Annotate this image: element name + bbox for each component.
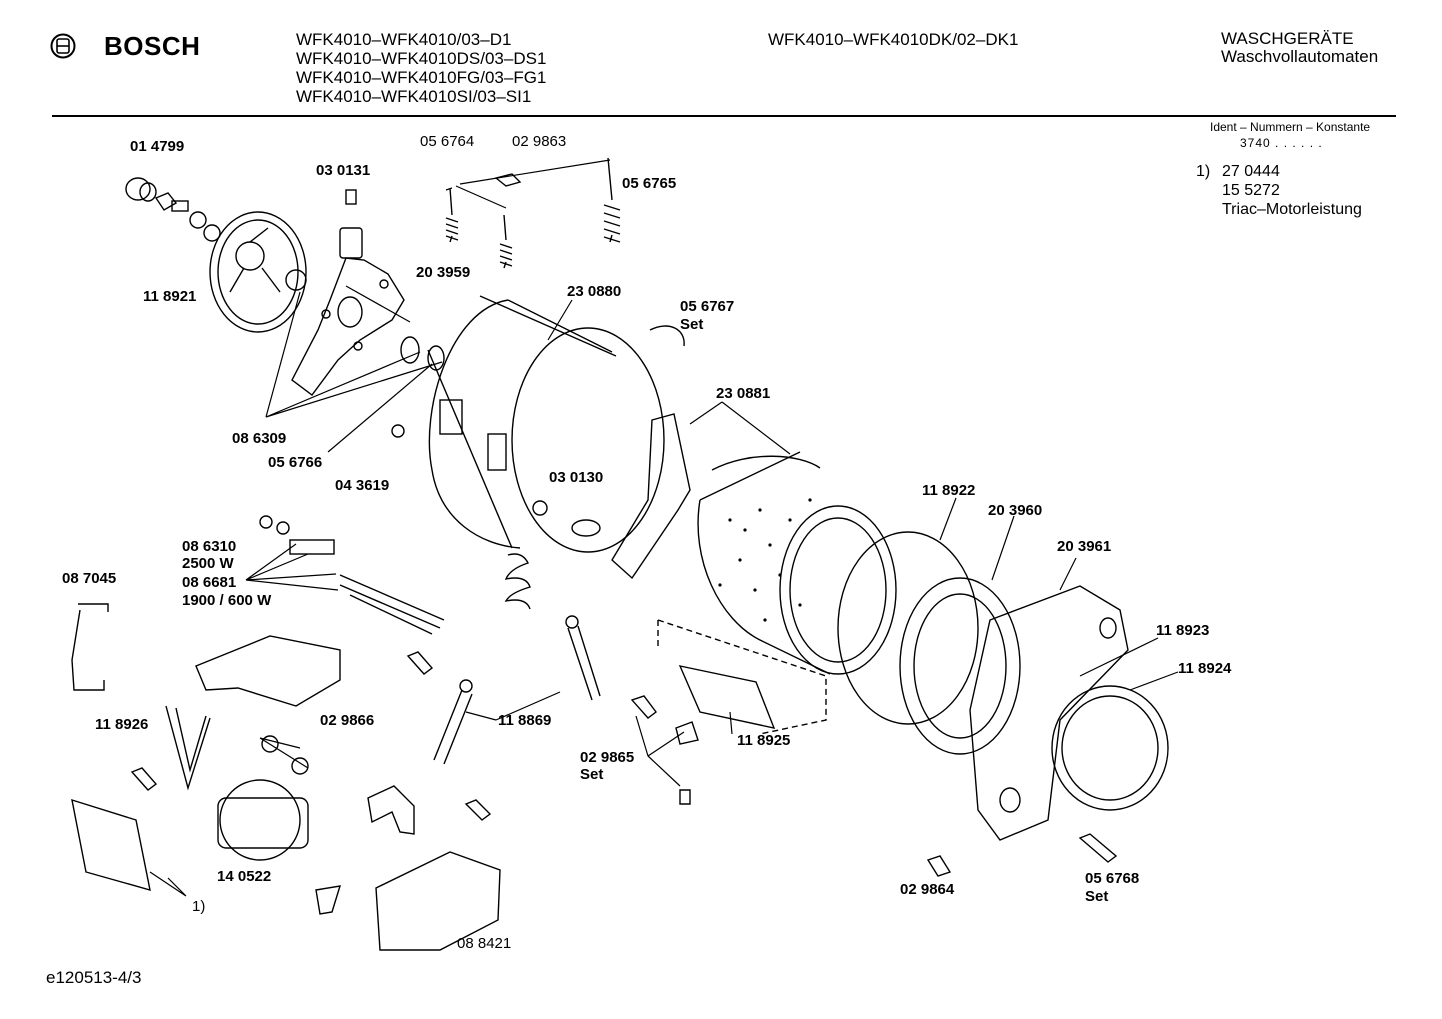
brand-name: BOSCH bbox=[104, 31, 201, 61]
part-label: 02 9863 bbox=[512, 133, 567, 150]
part-label: 20 3960 bbox=[988, 502, 1043, 519]
part-label: 02 9864 bbox=[900, 881, 955, 898]
front-panel-icon bbox=[969, 585, 1129, 841]
motor-bracket-icon bbox=[367, 785, 415, 835]
category-title: WASCHGERÄTE Waschvollautomaten bbox=[1221, 30, 1378, 66]
part-label: 11 8869 bbox=[498, 712, 552, 729]
part-label: 11 8925 bbox=[737, 732, 791, 749]
part-label: 23 0880 bbox=[567, 283, 622, 300]
inner-drum-icon bbox=[697, 451, 897, 675]
part-label: 1900 / 600 W bbox=[182, 592, 272, 609]
part-label: 08 6309 bbox=[232, 430, 287, 447]
part-label: 03 0131 bbox=[316, 162, 371, 179]
lid-strip-icon bbox=[678, 665, 776, 729]
cover-plate-icon bbox=[195, 635, 341, 707]
part-label: 03 0130 bbox=[549, 469, 604, 486]
part-label: 05 6767 bbox=[680, 298, 735, 315]
subcategory: Waschvollautomaten bbox=[1221, 47, 1379, 66]
wire-harness-icon bbox=[71, 603, 109, 691]
ident-value: 3740 . . . . . . bbox=[1240, 136, 1323, 150]
part-label: 05 6768 bbox=[1085, 870, 1140, 887]
pulley-wheel-icon bbox=[209, 211, 307, 333]
part-label: 20 3961 bbox=[1057, 538, 1112, 555]
footnote-block: 27 0444 15 5272 Triac–Motorleistung bbox=[1222, 162, 1362, 219]
motor-icon bbox=[217, 735, 309, 861]
bearing-icon bbox=[400, 336, 420, 364]
spider-bracket-icon bbox=[291, 189, 405, 396]
part-label: Set bbox=[1085, 888, 1109, 905]
clamp-icon bbox=[649, 325, 685, 347]
category: WASCHGERÄTE bbox=[1221, 29, 1354, 48]
part-label: 14 0522 bbox=[217, 868, 272, 885]
footnote-line: 15 5272 bbox=[1222, 182, 1280, 199]
door-gasket-icon bbox=[1051, 685, 1169, 811]
clip-icon bbox=[926, 855, 952, 877]
bearing-sleeve-icon bbox=[125, 177, 157, 202]
model-line: WFK4010–WFK4010SI/03–SI1 bbox=[296, 87, 532, 106]
clip-icon bbox=[494, 173, 522, 187]
control-module-icon bbox=[71, 798, 151, 891]
part-label: Set bbox=[580, 766, 604, 783]
part-label: 20 3959 bbox=[416, 264, 471, 281]
header-divider bbox=[52, 115, 1396, 117]
part-label: 1) bbox=[192, 898, 206, 915]
part-label: 02 9865 bbox=[580, 749, 635, 766]
part-label: 08 6681 bbox=[182, 574, 237, 591]
model-line: WFK4010–WFK4010FG/03–FG1 bbox=[296, 68, 547, 87]
ident-title: Ident – Nummern – Konstante bbox=[1210, 120, 1371, 134]
shock-absorber-icon bbox=[433, 625, 601, 765]
part-label: 05 6766 bbox=[268, 454, 323, 471]
part-label: 2500 W bbox=[182, 555, 234, 572]
part-label: 11 8924 bbox=[1178, 660, 1232, 677]
part-label: 02 9866 bbox=[320, 712, 375, 729]
part-label: 05 6765 bbox=[622, 175, 677, 192]
bosch-logo-icon bbox=[50, 33, 76, 59]
outer-tub-icon bbox=[427, 295, 665, 553]
heating-element-icon bbox=[259, 515, 445, 635]
part-label: 05 6764 bbox=[420, 133, 475, 150]
footnote-line: Triac–Motorleistung bbox=[1222, 201, 1362, 218]
front-ring-icon bbox=[899, 577, 1021, 755]
drawing-id: e120513-4/3 bbox=[46, 968, 142, 987]
door-seal-icon bbox=[837, 531, 979, 725]
model-mid: WFK4010–WFK4010DK/02–DK1 bbox=[768, 30, 1019, 49]
part-label: 11 8926 bbox=[95, 716, 149, 733]
part-label: Set bbox=[680, 316, 704, 333]
part-label: 23 0881 bbox=[716, 385, 771, 402]
drive-belt-icon bbox=[165, 705, 211, 791]
footnote-line: 27 0444 bbox=[1222, 163, 1280, 180]
part-label: 08 6310 bbox=[182, 538, 237, 555]
part-label: 11 8923 bbox=[1156, 622, 1210, 639]
drum-spider-icon bbox=[611, 413, 691, 580]
pump-icon bbox=[375, 851, 501, 951]
part-label: 08 7045 bbox=[62, 570, 117, 587]
part-label: 11 8921 bbox=[143, 288, 197, 305]
part-label: 11 8922 bbox=[922, 482, 976, 499]
footnote-marker: 1) bbox=[1196, 163, 1211, 180]
model-line: WFK4010–WFK4010DS/03–DS1 bbox=[296, 49, 547, 68]
part-label: 04 3619 bbox=[335, 477, 390, 494]
pulley-nut-icon bbox=[154, 192, 221, 242]
part-label: 08 8421 bbox=[457, 935, 512, 952]
model-line: WFK4010–WFK4010/03–D1 bbox=[296, 30, 512, 49]
screw-icon bbox=[130, 651, 1118, 863]
spring-icon bbox=[445, 157, 621, 610]
part-label: 01 4799 bbox=[130, 138, 185, 155]
model-list: WFK4010–WFK4010/03–D1 WFK4010–WFK4010DS/… bbox=[296, 30, 546, 106]
